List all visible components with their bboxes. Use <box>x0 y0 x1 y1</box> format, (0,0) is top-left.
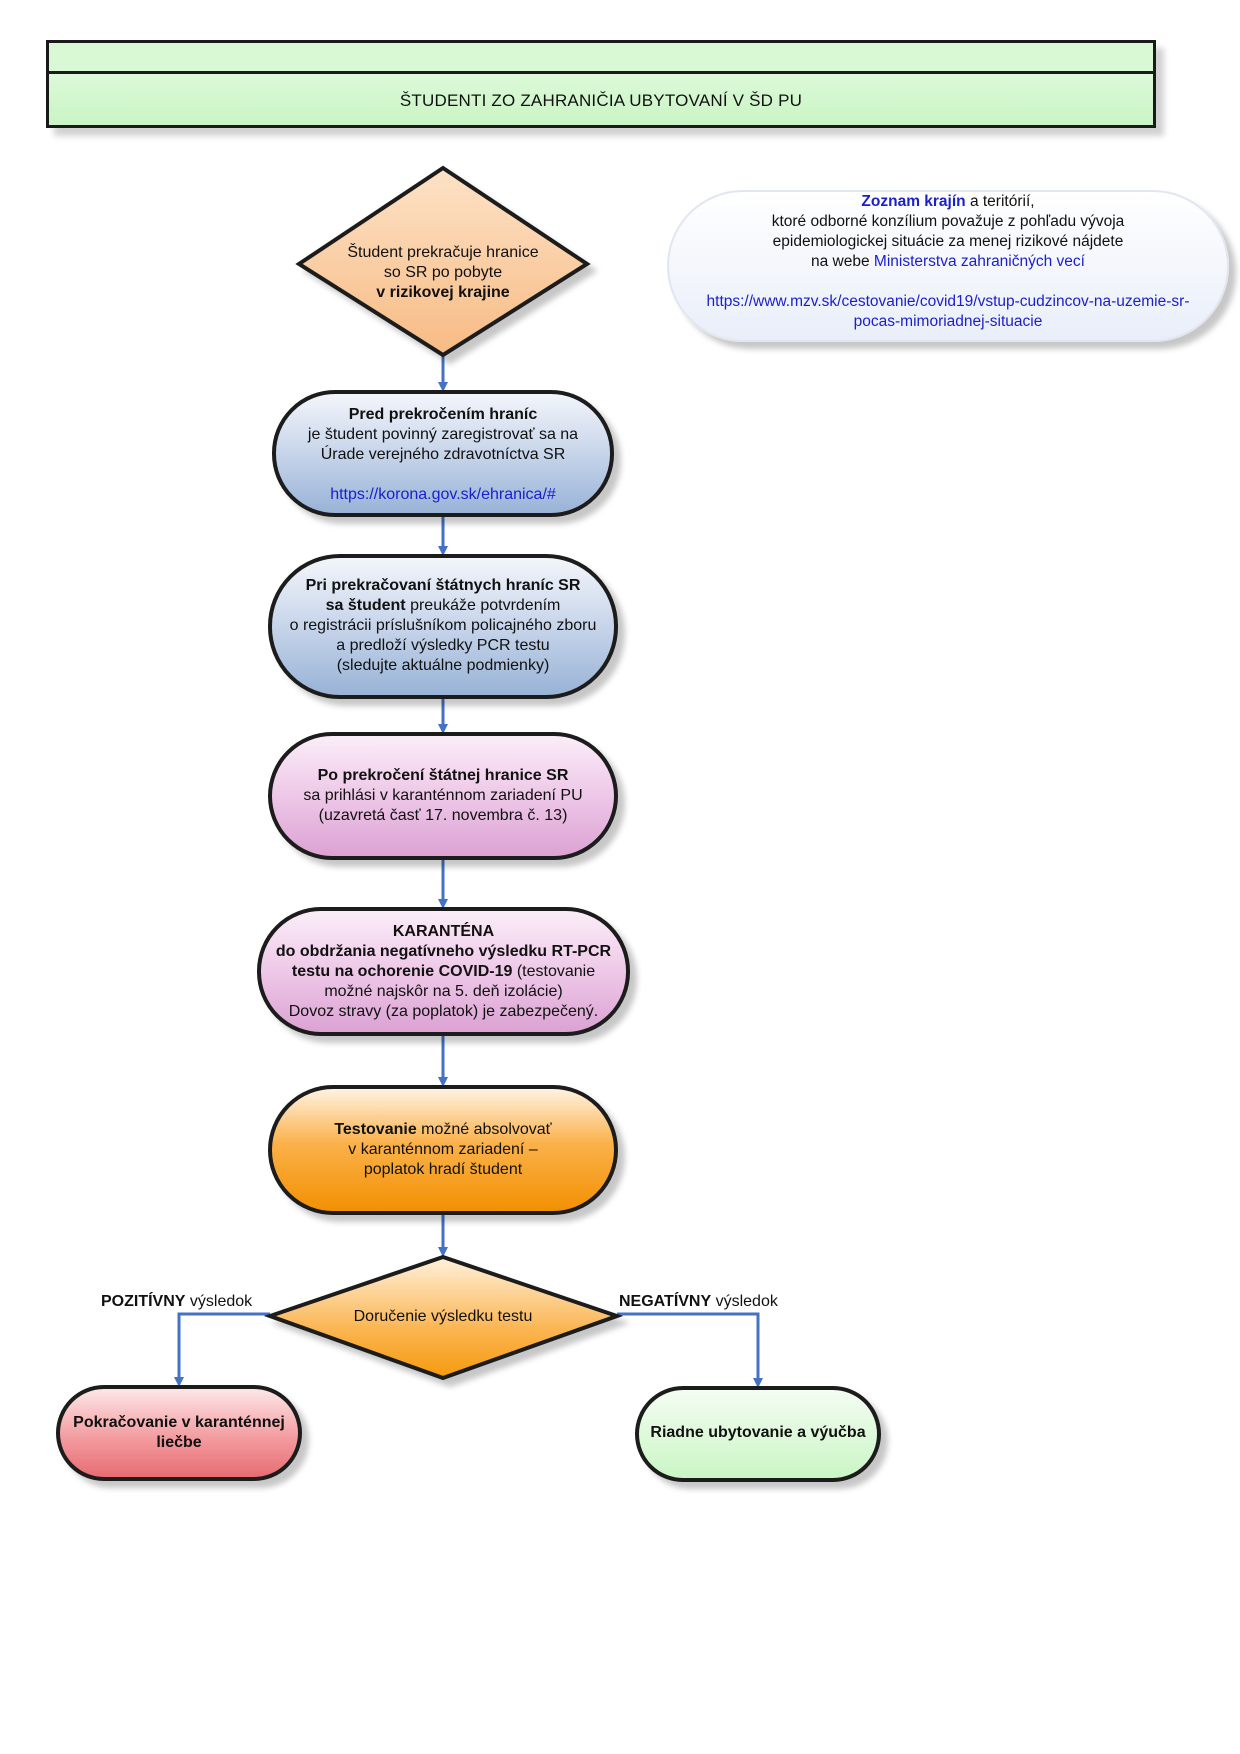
border-text: Pri prekračovaní štátnych hraníc SR sa š… <box>270 576 616 676</box>
decision-diamond <box>263 1254 624 1381</box>
negative-outcome-line-1: Riadne ubytovanie a výučba <box>650 1424 866 1441</box>
testing-line-1-rest: možné absolvovať <box>416 1121 552 1138</box>
info-lead-bold: Zoznam krajín <box>861 193 966 210</box>
start-line-3: v rizikovej krajine <box>376 284 510 301</box>
quarantine-line-3-bold: testu na ochorenie COVID-19 <box>291 963 513 980</box>
testing-line-1-bold: Testovanie <box>334 1121 417 1138</box>
border-line-2-rest: preukáže potvrdením <box>405 597 561 614</box>
ehranica-link[interactable]: https://korona.gov.sk/ehranica/# <box>330 486 556 503</box>
border-node <box>268 554 618 699</box>
positive-branch-rest: výsledok <box>185 1293 253 1310</box>
mzv-url-line-1[interactable]: https://www.mzv.sk/cestovanie/covid19/vs… <box>706 293 1190 310</box>
quarantine-line-5: Dovoz stravy (za poplatok) je zabezpečen… <box>288 1003 599 1020</box>
info-line-4-prefix: na webe <box>811 253 874 270</box>
info-box-shape <box>667 190 1229 342</box>
arrow-decision-to-positive <box>174 1312 270 1387</box>
quarantine-title: KARANTÉNA <box>392 923 495 940</box>
register-line-2: je študent povinný zaregistrovať sa na <box>307 426 579 443</box>
positive-outcome-line-2: liečbe <box>156 1434 202 1451</box>
negative-outcome-text: Riadne ubytovanie a výučba <box>637 1423 879 1443</box>
register-text: Pred prekročením hraníc je študent povin… <box>274 405 612 505</box>
arrow-decision-to-negative <box>617 1312 763 1388</box>
header-strip <box>49 43 1153 74</box>
start-line-1: Študent prekračuje hranice <box>347 244 539 261</box>
mzv-link[interactable]: Ministerstva zahraničných vecí <box>873 253 1085 270</box>
flow-arrows <box>174 355 763 1388</box>
info-line-2: ktoré odborné konzílium považuje z pohľa… <box>771 213 1125 230</box>
border-line-1: Pri prekračovaní štátnych hraníc SR <box>305 577 581 594</box>
start-diamond <box>295 165 591 358</box>
mzv-url-line-2[interactable]: pocas-mimoriadnej-situacie <box>853 313 1043 330</box>
report-line-2: sa prihlási v karanténnom zariadení PU <box>303 787 583 804</box>
register-title: Pred prekročením hraníc <box>348 406 538 423</box>
decision-text: Doručenie výsledku testu <box>300 1307 586 1327</box>
testing-line-3: poplatok hradí študent <box>363 1161 523 1178</box>
negative-branch-bold: NEGATÍVNY <box>619 1293 712 1310</box>
positive-branch-bold: POZITÍVNY <box>101 1293 186 1310</box>
page-title: ŠTUDENTI ZO ZAHRANIČIA UBYTOVANÍ V ŠD PU <box>399 91 803 110</box>
start-line-2: so SR po pobyte <box>383 264 503 281</box>
report-node <box>268 732 618 860</box>
positive-outcome-node <box>56 1385 302 1481</box>
quarantine-line-3-rest: (testovanie <box>512 963 596 980</box>
border-line-5: (sledujte aktuálne podmienky) <box>336 657 550 674</box>
negative-branch-rest: výsledok <box>711 1293 778 1310</box>
quarantine-line-4: možné najskôr na 5. deň izolácie) <box>324 983 563 1000</box>
positive-branch-label: POZITÍVNY výsledok <box>101 1293 252 1311</box>
quarantine-text: KARANTÉNA do obdržania negatívneho výsle… <box>259 922 628 1022</box>
border-line-3: o registrácii príslušníkom policajného z… <box>289 617 597 634</box>
info-box: Zoznam krajín a teritórií, ktoré odborné… <box>668 192 1228 332</box>
quarantine-node <box>257 907 630 1036</box>
register-node <box>272 390 614 517</box>
report-line-3: (uzavretá časť 17. novembra č. 13) <box>318 807 568 824</box>
report-text: Po prekročení štátnej hranice SR sa prih… <box>270 766 616 826</box>
border-line-4: a predloží výsledky PCR testu <box>336 637 550 654</box>
testing-node <box>268 1085 618 1215</box>
decision-label: Doručenie výsledku testu <box>353 1308 533 1325</box>
negative-branch-label: NEGATÍVNY výsledok <box>619 1293 778 1311</box>
info-lead-rest: a teritórií, <box>965 193 1035 210</box>
register-line-3: Úrade verejného zdravotníctva SR <box>320 446 566 463</box>
report-title: Po prekročení štátnej hranice SR <box>317 767 569 784</box>
header-banner: ŠTUDENTI ZO ZAHRANIČIA UBYTOVANÍ V ŠD PU <box>46 40 1156 128</box>
quarantine-line-2: do obdržania negatívneho výsledku RT-PCR <box>275 943 612 960</box>
negative-outcome-node <box>635 1386 881 1482</box>
testing-text: Testovanie možné absolvovať v karanténno… <box>270 1120 616 1180</box>
testing-line-2: v karanténnom zariadení – <box>348 1141 538 1158</box>
positive-outcome-line-1: Pokračovanie v karanténnej <box>73 1414 285 1431</box>
border-line-2-bold: sa študent <box>325 597 406 614</box>
start-text: Študent prekračuje hranice so SR po poby… <box>323 243 563 303</box>
info-line-3: epidemiologickej situácie za menej rizik… <box>772 233 1124 250</box>
positive-outcome-text: Pokračovanie v karanténnej liečbe <box>58 1413 300 1453</box>
